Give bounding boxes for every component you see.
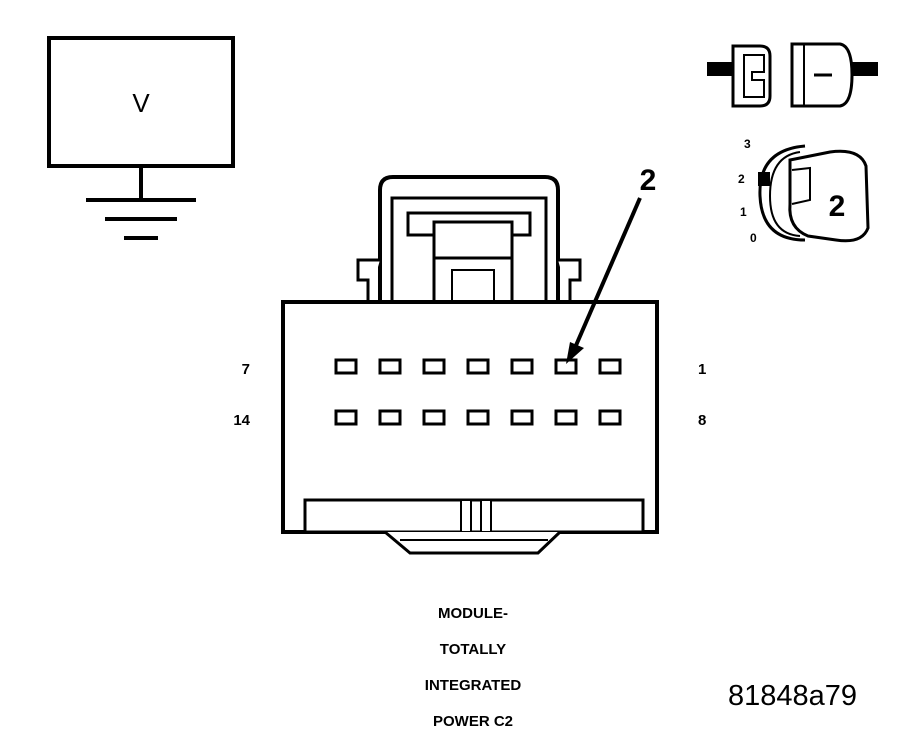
connector-c2 [281, 175, 659, 555]
pin-cavity-7 [334, 358, 358, 375]
pin-2-callout-arrow [566, 197, 642, 364]
pin-cavity-12 [422, 409, 446, 426]
callout-number: 2 [640, 164, 657, 197]
voltmeter-label: V [132, 88, 150, 118]
ignition-position-2: 2 [738, 172, 745, 186]
pin-number-7: 7 [242, 361, 250, 378]
pin-number-14: 14 [233, 412, 250, 429]
figure-id: 81848a79 [728, 680, 858, 712]
key-icon [788, 149, 870, 243]
disconnected-connector-icon [707, 42, 878, 108]
connector-caption: MODULE- TOTALLY INTEGRATED POWER C2 [380, 596, 566, 740]
caption-line: TOTALLY [439, 641, 507, 658]
ignition-selected-position: 2 [829, 190, 846, 223]
pin-cavity-5 [422, 358, 446, 375]
ignition-position-1: 1 [740, 205, 747, 219]
pin-cavity-11 [466, 409, 490, 426]
caption-line: INTEGRATED [424, 677, 522, 694]
ignition-position-0: 0 [750, 231, 757, 245]
pin-cavity-4 [466, 358, 490, 375]
pin-cavity-14 [334, 409, 358, 426]
caption-line: MODULE- [438, 605, 508, 622]
pin-number-1: 1 [698, 361, 706, 378]
pin-cavities [334, 358, 622, 426]
ground-icon [86, 166, 196, 240]
pin-cavity-9 [554, 409, 578, 426]
pin-cavity-13 [378, 409, 402, 426]
voltmeter-symbol: V [47, 36, 235, 240]
pin-number-8: 8 [698, 412, 706, 429]
pin-cavity-8 [598, 409, 622, 426]
pin-cavity-10 [510, 409, 534, 426]
pin-cavity-3 [510, 358, 534, 375]
pin-cavity-2 [554, 358, 578, 375]
ignition-switch-icon: 2 3 2 1 0 [738, 137, 870, 245]
caption-line: POWER C2 [432, 713, 513, 730]
ignition-position-3: 3 [744, 137, 751, 151]
pin-cavity-1 [598, 358, 622, 375]
pin-cavity-6 [378, 358, 402, 375]
